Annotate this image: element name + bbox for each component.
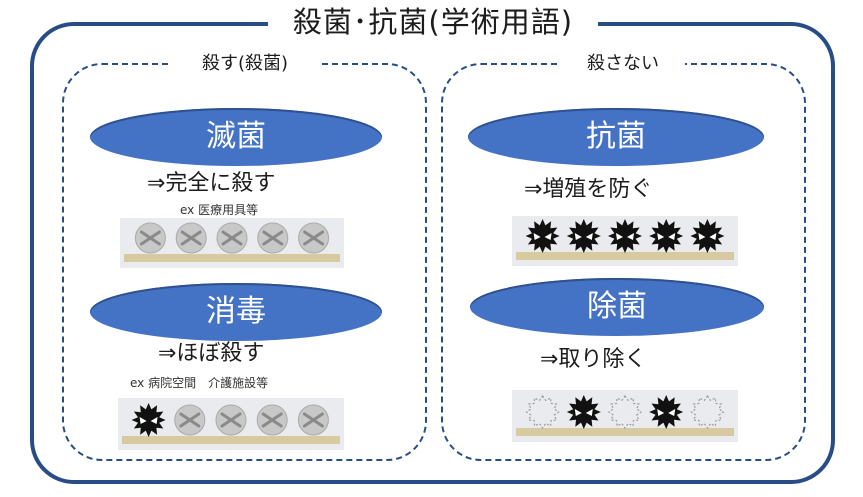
sterilization-microbe-strip: [120, 218, 344, 268]
microbe-alive-icon: [690, 219, 725, 253]
microbe-removed-icon: [607, 394, 643, 430]
removal-description: ⇒取り除く: [540, 347, 647, 372]
microbe-dead-icon: [257, 222, 289, 254]
microbe-dead-icon: [298, 222, 330, 254]
microbe-alive-icon: [608, 219, 642, 253]
removal-pill: 除菌: [470, 278, 764, 336]
microbe-alive-icon: [525, 219, 560, 253]
microbe-removed-icon: [690, 394, 725, 430]
microbe-dead-icon: [256, 404, 288, 436]
removal-microbe-strip: [512, 390, 738, 442]
antibacterial-pill: 抗菌: [468, 108, 764, 166]
sterilization-example: ex 医療用具等: [180, 203, 259, 217]
microbe-alive-icon: [131, 403, 166, 437]
microbe-alive-icon: [566, 219, 601, 253]
surface-bar: [124, 254, 340, 262]
microbe-removed-icon: [525, 394, 560, 430]
microbe-dead-icon: [297, 404, 329, 436]
kill-panel-title: 殺す(殺菌): [172, 52, 318, 76]
surface-bar: [516, 428, 734, 436]
microbe-alive-icon: [649, 395, 684, 429]
disinfection-description: ⇒ほぼ殺す: [158, 341, 265, 366]
antibacterial-description: ⇒増殖を防ぐ: [524, 177, 653, 202]
microbe-dead-icon: [215, 404, 247, 436]
microbe-dead-icon: [134, 222, 166, 254]
nokill-panel-title: 殺さない: [561, 52, 685, 76]
surface-bar: [516, 252, 734, 260]
microbe-alive-icon: [566, 395, 601, 429]
sterilization-description: ⇒完全に殺す: [147, 171, 276, 196]
disinfection-pill: 消毒: [90, 283, 382, 341]
microbe-dead-icon: [216, 222, 248, 254]
microbe-dead-icon: [175, 222, 207, 254]
sterilization-pill: 滅菌: [90, 108, 382, 166]
microbe-alive-icon: [649, 219, 684, 253]
microbe-dead-icon: [174, 404, 206, 436]
page-title: 殺菌･抗菌(学術用語): [268, 2, 598, 42]
disinfection-example: ex 病院空間 介護施設等: [130, 376, 269, 390]
surface-bar: [122, 436, 340, 444]
antibacterial-microbe-strip: [512, 216, 738, 266]
disinfection-microbe-strip: [118, 398, 344, 450]
